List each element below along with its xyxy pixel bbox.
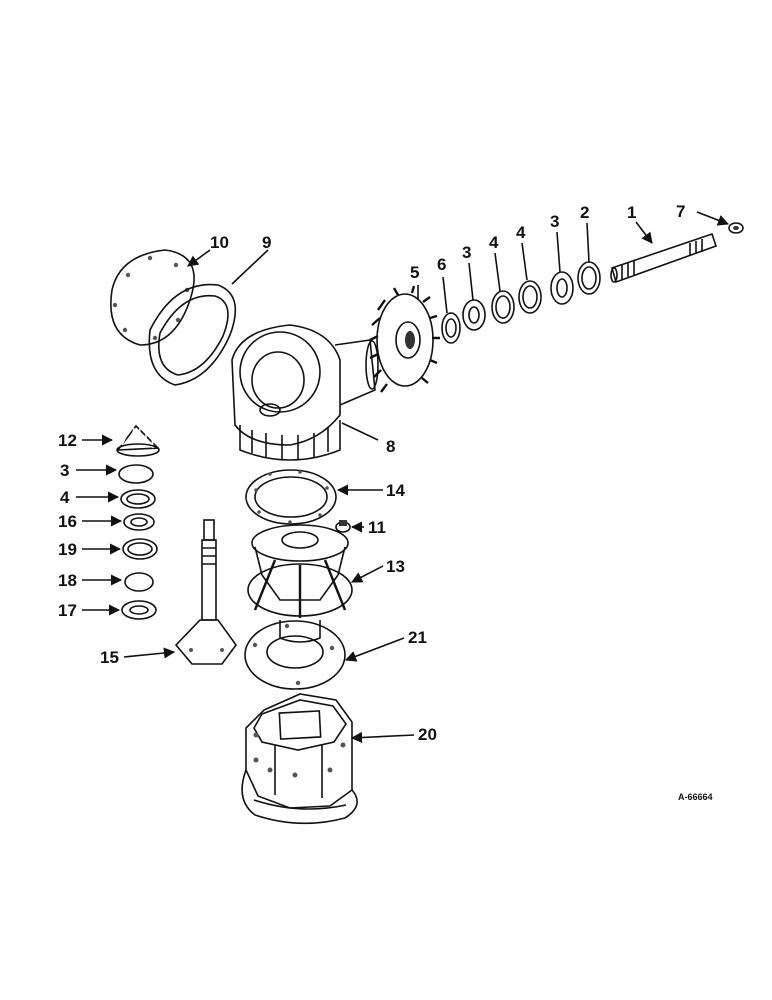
octagonal-hub [241,693,358,825]
lower-gasket [244,620,346,690]
callout-12: 12 [58,431,77,450]
cover-plate [110,249,195,346]
output-shaft [174,519,237,665]
lower-housing [247,524,353,643]
pinion-gear [116,424,160,457]
drain-plug [335,520,351,533]
callout-4a: 4 [489,233,499,252]
callout-10: 10 [210,233,229,252]
shaft-bearing-stack [441,261,601,344]
callout-4b: 4 [516,223,526,242]
callout-labels: 10 9 8 5 6 3 4 4 3 2 1 7 12 3 4 16 19 18… [58,202,713,802]
callout-1: 1 [627,203,636,222]
callout-2: 2 [580,203,589,222]
callout-15: 15 [100,648,119,667]
drawing-id: A-66664 [678,792,713,802]
callout-18: 18 [58,571,77,590]
callout-5: 5 [410,263,419,282]
input-shaft [610,232,718,284]
housing-gasket [245,469,337,525]
callout-8: 8 [386,437,395,456]
callout-4c: 4 [60,488,70,507]
callout-13: 13 [386,557,405,576]
bevel-gear [369,285,440,393]
callout-16: 16 [58,512,77,531]
callout-11: 11 [368,518,386,537]
shaft-key [728,222,744,234]
callout-7: 7 [676,202,685,221]
callout-3b: 3 [550,212,559,231]
callout-9: 9 [262,233,271,252]
cover-gasket [148,283,237,386]
gear-housing [231,324,379,461]
callout-19: 19 [58,540,77,559]
pinion-bearing-stack [118,464,158,620]
leader-lines [76,211,730,744]
callout-14: 14 [386,481,405,500]
callout-20: 20 [418,725,437,744]
callout-21: 21 [408,628,427,647]
callout-3a: 3 [462,243,471,262]
callout-6: 6 [437,255,446,274]
callout-3c: 3 [60,461,69,480]
callout-17: 17 [58,601,77,620]
